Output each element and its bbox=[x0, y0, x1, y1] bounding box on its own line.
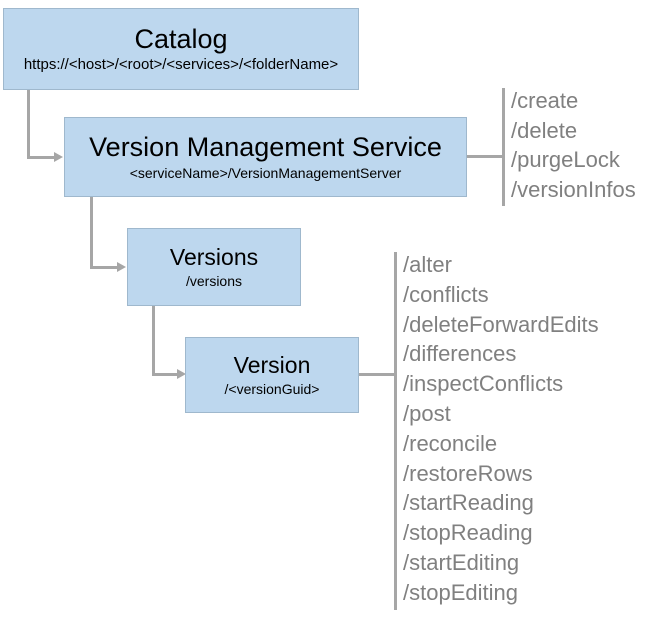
operation-item[interactable]: /purgeLock bbox=[511, 147, 620, 172]
node-catalog-title: Catalog bbox=[134, 23, 228, 54]
operation-item[interactable]: /versionInfos bbox=[511, 176, 636, 202]
node-version-management-service-title: Version Management Service bbox=[89, 132, 442, 163]
operation-item[interactable]: /deleteForwardEdits bbox=[403, 311, 599, 337]
node-catalog-path: https://<host>/<root>/<services>/<folder… bbox=[23, 56, 339, 74]
node-version-management-service-path: <serviceName>/VersionManagementServer bbox=[129, 164, 402, 181]
operation-list-version-management-service: /create/delete/purgeLock/versionInfos bbox=[511, 86, 636, 204]
bracket-vms-operations bbox=[502, 88, 505, 206]
operation-item[interactable]: /conflicts bbox=[403, 281, 489, 307]
node-version-title: Version bbox=[233, 352, 311, 379]
operation-item[interactable]: /inspectConflicts bbox=[403, 371, 564, 397]
connector-vms-to-versions-horizontal bbox=[90, 266, 118, 269]
operation-item[interactable]: /differences bbox=[403, 341, 517, 367]
node-version-path: /<versionGuid> bbox=[224, 380, 320, 397]
arrowhead-to-vms bbox=[54, 152, 63, 162]
operation-item[interactable]: /alter bbox=[403, 252, 452, 277]
connector-version-to-operations bbox=[359, 373, 396, 376]
operation-item[interactable]: /create bbox=[511, 88, 579, 113]
bracket-version-operations bbox=[394, 252, 397, 610]
operation-item[interactable]: /delete bbox=[511, 117, 578, 143]
operation-item[interactable]: /stopReading bbox=[403, 520, 533, 546]
arrowhead-to-version bbox=[177, 369, 186, 379]
node-versions-path: /versions bbox=[185, 272, 243, 289]
operation-item[interactable]: /startEditing bbox=[403, 549, 520, 575]
connector-catalog-to-vms-vertical bbox=[27, 89, 30, 158]
node-catalog[interactable]: Catalog https://<host>/<root>/<services>… bbox=[3, 8, 359, 90]
arrowhead-to-versions bbox=[117, 262, 126, 272]
operation-item[interactable]: /restoreRows bbox=[403, 460, 533, 486]
node-version[interactable]: Version /<versionGuid> bbox=[185, 337, 359, 413]
node-versions-title: Versions bbox=[169, 244, 259, 271]
node-versions[interactable]: Versions /versions bbox=[127, 228, 301, 306]
operation-item[interactable]: /startReading bbox=[403, 490, 534, 516]
operation-item[interactable]: /reconcile bbox=[403, 430, 498, 456]
operation-list-version: /alter/conflicts/deleteForwardEdits/diff… bbox=[403, 250, 599, 608]
connector-versions-to-version-horizontal bbox=[152, 373, 178, 376]
connector-vms-to-versions-vertical bbox=[90, 197, 93, 268]
connector-catalog-to-vms-horizontal bbox=[27, 156, 55, 159]
connector-versions-to-version-vertical bbox=[152, 306, 155, 375]
operation-item[interactable]: /stopEditing bbox=[403, 579, 518, 605]
connector-vms-to-operations bbox=[467, 155, 504, 158]
node-version-management-service[interactable]: Version Management Service <serviceName>… bbox=[64, 117, 467, 197]
operation-item[interactable]: /post bbox=[403, 400, 451, 426]
